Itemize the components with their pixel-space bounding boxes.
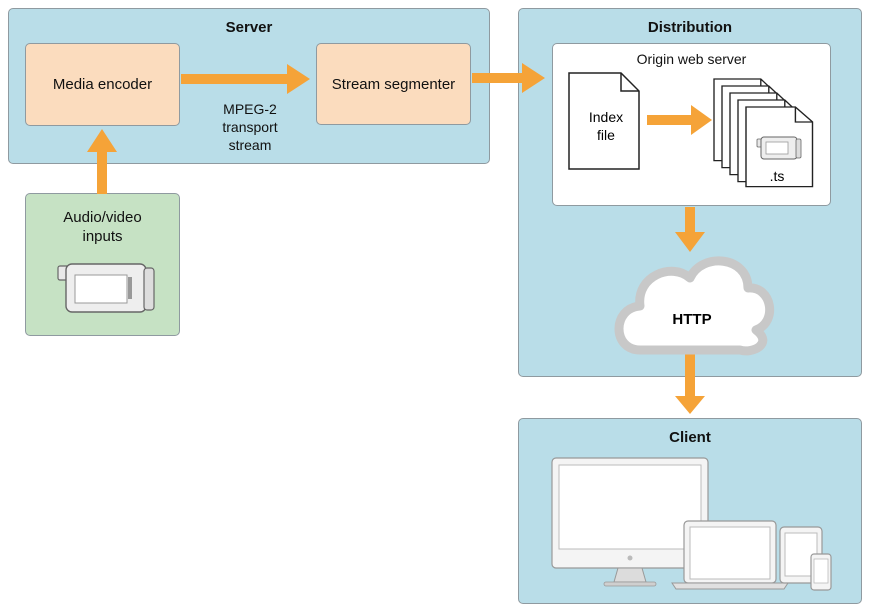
distribution-title: Distribution bbox=[647, 19, 733, 36]
arrow-index-to-segments bbox=[647, 105, 712, 135]
arrow-inputs-to-encoder bbox=[87, 129, 117, 194]
inputs-line-1: Audio/video bbox=[63, 209, 142, 226]
ts-label: .ts bbox=[770, 168, 785, 184]
arrow-origin-to-cloud bbox=[675, 207, 705, 252]
ts-segments-stack bbox=[713, 78, 814, 188]
transport-line-1: MPEG-2 bbox=[223, 101, 277, 117]
index-file-line-1: Index bbox=[589, 109, 623, 125]
http-label: HTTP bbox=[672, 311, 711, 328]
segment-camcorder-icon bbox=[756, 136, 802, 160]
phone-icon bbox=[810, 553, 832, 591]
arrow-encoder-to-segmenter bbox=[181, 64, 310, 94]
server-title: Server bbox=[225, 19, 273, 36]
media-encoder-box[interactable]: Media encoder bbox=[25, 43, 180, 126]
transport-stream-label: MPEG-2 transport stream bbox=[200, 100, 300, 154]
transport-line-3: stream bbox=[228, 137, 272, 153]
laptop-icon bbox=[671, 520, 789, 590]
camcorder-icon bbox=[57, 263, 155, 313]
index-file-line-2: file bbox=[597, 127, 615, 143]
arrow-cloud-to-client bbox=[675, 354, 705, 414]
inputs-line-2: inputs bbox=[82, 228, 123, 245]
stream-segmenter-label: Stream segmenter bbox=[331, 75, 456, 93]
arrow-segmenter-to-distribution bbox=[472, 63, 545, 93]
client-title: Client bbox=[669, 429, 711, 446]
transport-line-2: transport bbox=[222, 119, 278, 135]
cloud-icon[interactable] bbox=[614, 256, 775, 356]
media-encoder-label: Media encoder bbox=[52, 76, 153, 93]
stream-segmenter-box[interactable]: Stream segmenter bbox=[316, 43, 471, 125]
origin-web-server-title: Origin web server bbox=[636, 51, 747, 67]
imac-icon bbox=[551, 457, 709, 587]
